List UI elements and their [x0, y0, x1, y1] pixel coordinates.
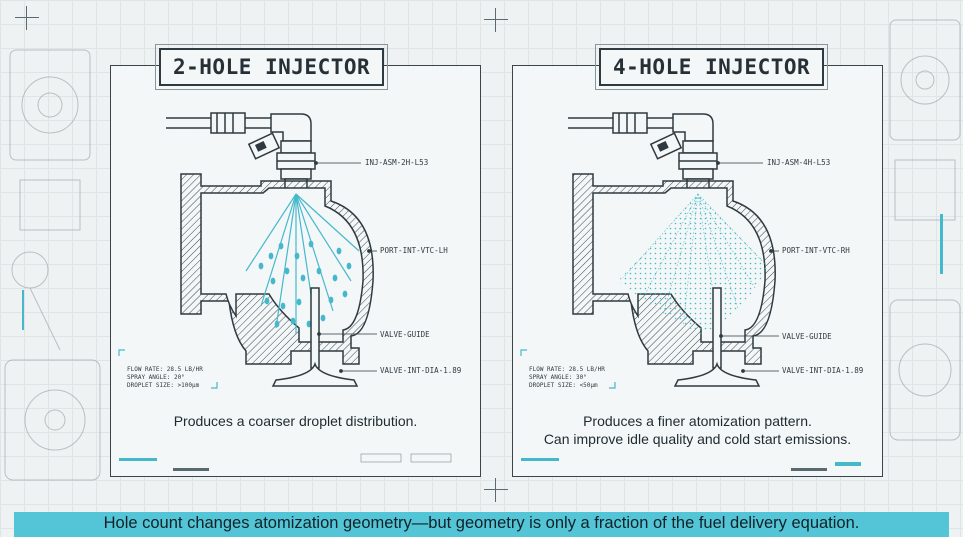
callout-intake-valve: VALVE-INT-DIA-1.89 — [380, 366, 462, 375]
intake-port-housing — [180, 173, 374, 365]
injector-connector — [247, 132, 281, 160]
spec-droplet-size: DROPLET SIZE: <50μm — [529, 382, 598, 389]
callout-intake-valve: VALVE-INT-DIA-1.89 — [782, 366, 864, 375]
spec-bracket — [118, 349, 218, 389]
caption-4-hole-line2: Can improve idle quality and cold start … — [543, 431, 852, 447]
callout-leaders — [716, 161, 779, 373]
registration-mark-top-left — [15, 6, 39, 30]
spec-flow-rate: FLOW RATE: 28.5 LB/HR — [529, 366, 605, 373]
diagram-2-hole-injector — [118, 112, 452, 471]
fuel-line — [568, 112, 714, 142]
intake-valve — [271, 287, 359, 387]
panel-2-hole-injector: 2-HOLE INJECTOR — [110, 44, 481, 477]
footer-text: Hole count changes atomization geometry—… — [103, 514, 860, 532]
registration-mark-bottom-center — [484, 478, 508, 502]
diagram-4-hole-injector — [520, 112, 861, 471]
spec-flow-rate: FLOW RATE: 28.5 LB/HR — [127, 366, 203, 373]
spec-bracket — [520, 349, 616, 389]
callout-intake-port: PORT-INT-VTC-RH — [782, 246, 850, 255]
panel-footer-ticks — [119, 453, 452, 471]
engine-block-sketch-left — [4, 49, 101, 481]
engine-block-sketch-right — [889, 19, 961, 441]
caption-2-hole: Produces a coarser droplet distribution. — [173, 413, 418, 429]
accent-mark-right — [940, 214, 943, 274]
spec-readout-2-hole: FLOW RATE: 28.5 LB/HR SPRAY ANGLE: 20° D… — [127, 366, 203, 390]
callout-leaders — [314, 161, 377, 373]
callout-valve-guide: VALVE-GUIDE — [782, 332, 832, 341]
callout-injector-assembly: INJ-ASM-4H-L53 — [767, 158, 831, 167]
intake-valve — [673, 287, 761, 387]
callout-valve-guide: VALVE-GUIDE — [380, 330, 430, 339]
spray-droplets-coarse — [258, 240, 352, 328]
panel-4-hole-injector: 4-HOLE INJECTOR — [512, 44, 883, 477]
panel-title-2-hole: 2-HOLE INJECTOR — [154, 44, 389, 90]
spec-spray-angle: SPRAY ANGLE: 30° — [529, 374, 587, 381]
caption-4-hole-line1: Produces a finer atomization pattern. — [583, 413, 812, 429]
accent-mark-left — [22, 290, 24, 330]
panel-title-4-hole: 4-HOLE INJECTOR — [594, 44, 829, 90]
spec-droplet-size: DROPLET SIZE: >100μm — [127, 382, 200, 389]
registration-mark-top-center — [484, 8, 508, 32]
spec-readout-4-hole: FLOW RATE: 28.5 LB/HR SPRAY ANGLE: 30° D… — [529, 366, 605, 390]
spec-spray-angle: SPRAY ANGLE: 20° — [127, 374, 185, 381]
spray-mist-fine — [618, 194, 768, 334]
injector-connector — [649, 132, 683, 160]
callout-injector-assembly: INJ-ASM-2H-L53 — [365, 158, 429, 167]
panel-footer-ticks — [521, 458, 861, 471]
footer-banner: Hole count changes atomization geometry—… — [14, 512, 949, 537]
callout-intake-port: PORT-INT-VTC-LH — [380, 246, 448, 255]
fuel-line — [166, 112, 312, 142]
